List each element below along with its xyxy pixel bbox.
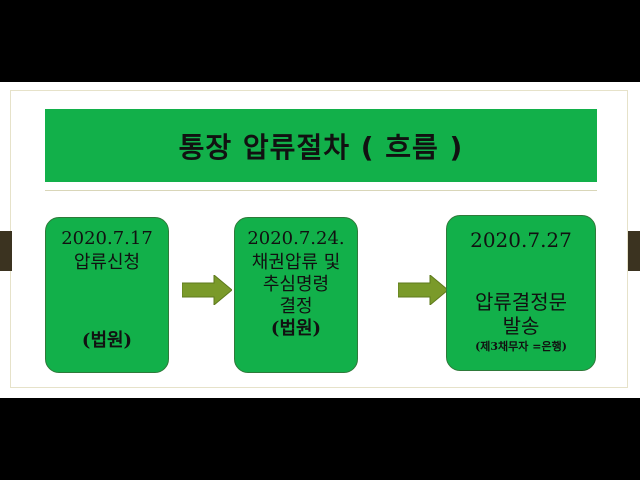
step-2-line-2: 추심명령 xyxy=(262,274,330,295)
slide: 통장 압류절차 ( 흐름 ) 2020.7.17 압류신청 (법원) 2020.… xyxy=(0,82,640,398)
title-divider xyxy=(45,190,597,191)
step-1-date: 2020.7.17 xyxy=(61,228,153,249)
right-edge-tab xyxy=(628,231,640,271)
step-2-agency: (법원) xyxy=(270,318,322,339)
step-3-date: 2020.7.27 xyxy=(470,228,572,252)
step-3-line-2: 발송 xyxy=(502,314,540,338)
step-box-3: 2020.7.27 압류결정문 발송 (제3채무자 =은행) xyxy=(446,215,596,371)
step-2-line-1: 채권압류 및 xyxy=(251,252,341,273)
slide-title: 통장 압류절차 ( 흐름 ) xyxy=(178,130,464,164)
step-1-line-1: 압류신청 xyxy=(73,252,141,273)
step-1-agency: (법원) xyxy=(81,330,133,351)
step-box-1: 2020.7.17 압류신청 (법원) xyxy=(45,217,169,373)
right-arrow-icon xyxy=(398,275,448,305)
step-box-2: 2020.7.24. 채권압류 및 추심명령 결정 (법원) xyxy=(234,217,358,373)
step-3-line-1: 압류결정문 xyxy=(475,290,567,314)
step-2-date: 2020.7.24. xyxy=(247,228,345,249)
step-2-line-3: 결정 xyxy=(279,296,313,317)
title-banner: 통장 압류절차 ( 흐름 ) xyxy=(45,109,597,182)
step-3-agency: (제3채무자 =은행) xyxy=(475,340,567,353)
left-edge-tab xyxy=(0,231,12,271)
right-arrow-icon xyxy=(182,275,232,305)
